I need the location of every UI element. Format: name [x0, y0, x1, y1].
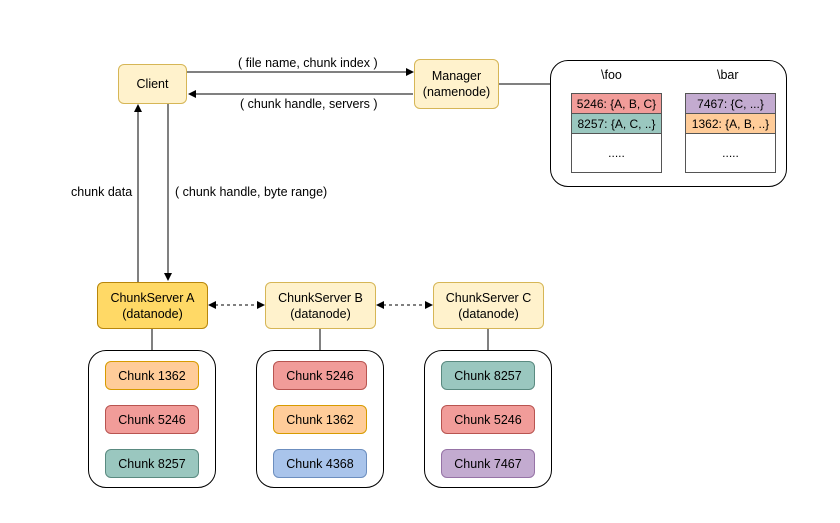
- table-row-more: .....: [722, 146, 739, 160]
- client-node: Client: [118, 64, 187, 104]
- chunk-5246: Chunk 5246: [441, 405, 535, 434]
- table-row: 5246: {A, B, C}: [572, 94, 661, 114]
- file-name-foo: \foo: [601, 68, 622, 82]
- chunkserver-b-role: (datanode): [290, 306, 351, 321]
- chunkserver-a-name: ChunkServer A: [110, 290, 195, 305]
- table-row-more: .....: [608, 146, 625, 160]
- chunk-5246: Chunk 5246: [273, 361, 367, 390]
- chunk-4368: Chunk 4368: [273, 449, 367, 478]
- chunkserver-a-role: (datanode): [122, 306, 183, 321]
- chunk-8257: Chunk 8257: [441, 361, 535, 390]
- chunk-data-label: chunk data: [71, 185, 133, 199]
- chunkserver-a: ChunkServer A (datanode): [97, 282, 208, 329]
- table-row: 8257: {A, C, ..}: [572, 114, 661, 134]
- chunkserver-b: ChunkServer B (datanode): [265, 282, 376, 329]
- manager-role: (namenode): [422, 85, 491, 99]
- file-name-bar: \bar: [717, 68, 739, 82]
- chunkserver-c-name: ChunkServer C: [445, 290, 532, 305]
- chunk-8257: Chunk 8257: [105, 449, 199, 478]
- chunk-1362: Chunk 1362: [105, 361, 199, 390]
- chunk-request-label: ( chunk handle, byte range): [175, 185, 328, 199]
- chunkserver-c-role: (datanode): [458, 306, 519, 321]
- reply-label: ( chunk handle, servers ): [240, 97, 378, 111]
- chunk-7467: Chunk 7467: [441, 449, 535, 478]
- table-row: 7467: {C, ...}: [686, 94, 775, 114]
- manager-title: Manager: [431, 69, 482, 83]
- file-table-bar: 7467: {C, ...} 1362: {A, B, ..} .....: [685, 93, 776, 173]
- table-row: 1362: {A, B, ..}: [686, 114, 775, 134]
- request-label: ( file name, chunk index ): [238, 56, 378, 70]
- chunk-5246: Chunk 5246: [105, 405, 199, 434]
- manager-node: Manager (namenode): [414, 59, 499, 109]
- chunkserver-b-name: ChunkServer B: [278, 290, 363, 305]
- chunk-1362: Chunk 1362: [273, 405, 367, 434]
- client-label: Client: [136, 77, 169, 91]
- chunkserver-c: ChunkServer C (datanode): [433, 282, 544, 329]
- file-table-foo: 5246: {A, B, C} 8257: {A, C, ..} .....: [571, 93, 662, 173]
